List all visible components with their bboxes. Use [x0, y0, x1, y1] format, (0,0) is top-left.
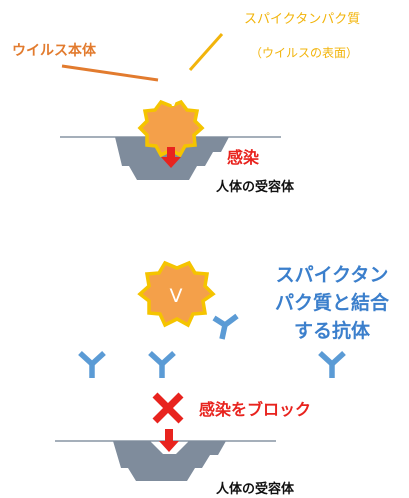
spike-protein-label: スパイクタンパク質: [244, 12, 361, 27]
antibody-right-icon: [318, 350, 346, 378]
block-infection-label: 感染をブロック: [199, 400, 312, 419]
virus-body-label: ウイルス本体: [12, 43, 96, 59]
virus-label-leader: [61, 64, 159, 82]
antibody-middle-icon: [148, 350, 176, 378]
down-arrow-icon-top: [161, 147, 181, 168]
receptor-bottom: [113, 441, 226, 481]
receptor-label-bottom: 人体の受容体: [216, 482, 295, 497]
infection-label: 感染: [227, 148, 260, 167]
antibody-attached-icon: [212, 313, 239, 340]
spike-label-leader: [188, 33, 224, 71]
antibody-label-line-1: スパイクタン: [275, 264, 389, 286]
antibody-label: スパイクタン パク質と結合 する抗体: [266, 261, 398, 345]
virus-letter-bottom: V: [169, 285, 183, 307]
virus-surface-label: （ウイルスの表面）: [250, 46, 359, 60]
antibody-label-line-2: パク質と結合: [274, 292, 389, 314]
virus-top-icon: [137, 99, 205, 158]
down-arrow-icon-bottom: [159, 429, 179, 452]
antibody-label-line-3: する抗体: [293, 320, 370, 342]
virus-bottom-icon: [137, 260, 216, 328]
antibody-left-icon: [78, 350, 106, 378]
virus-letter-top: V: [166, 90, 180, 111]
receptor-label-top: 人体の受容体: [216, 180, 295, 195]
x-mark-icon: [152, 392, 184, 424]
